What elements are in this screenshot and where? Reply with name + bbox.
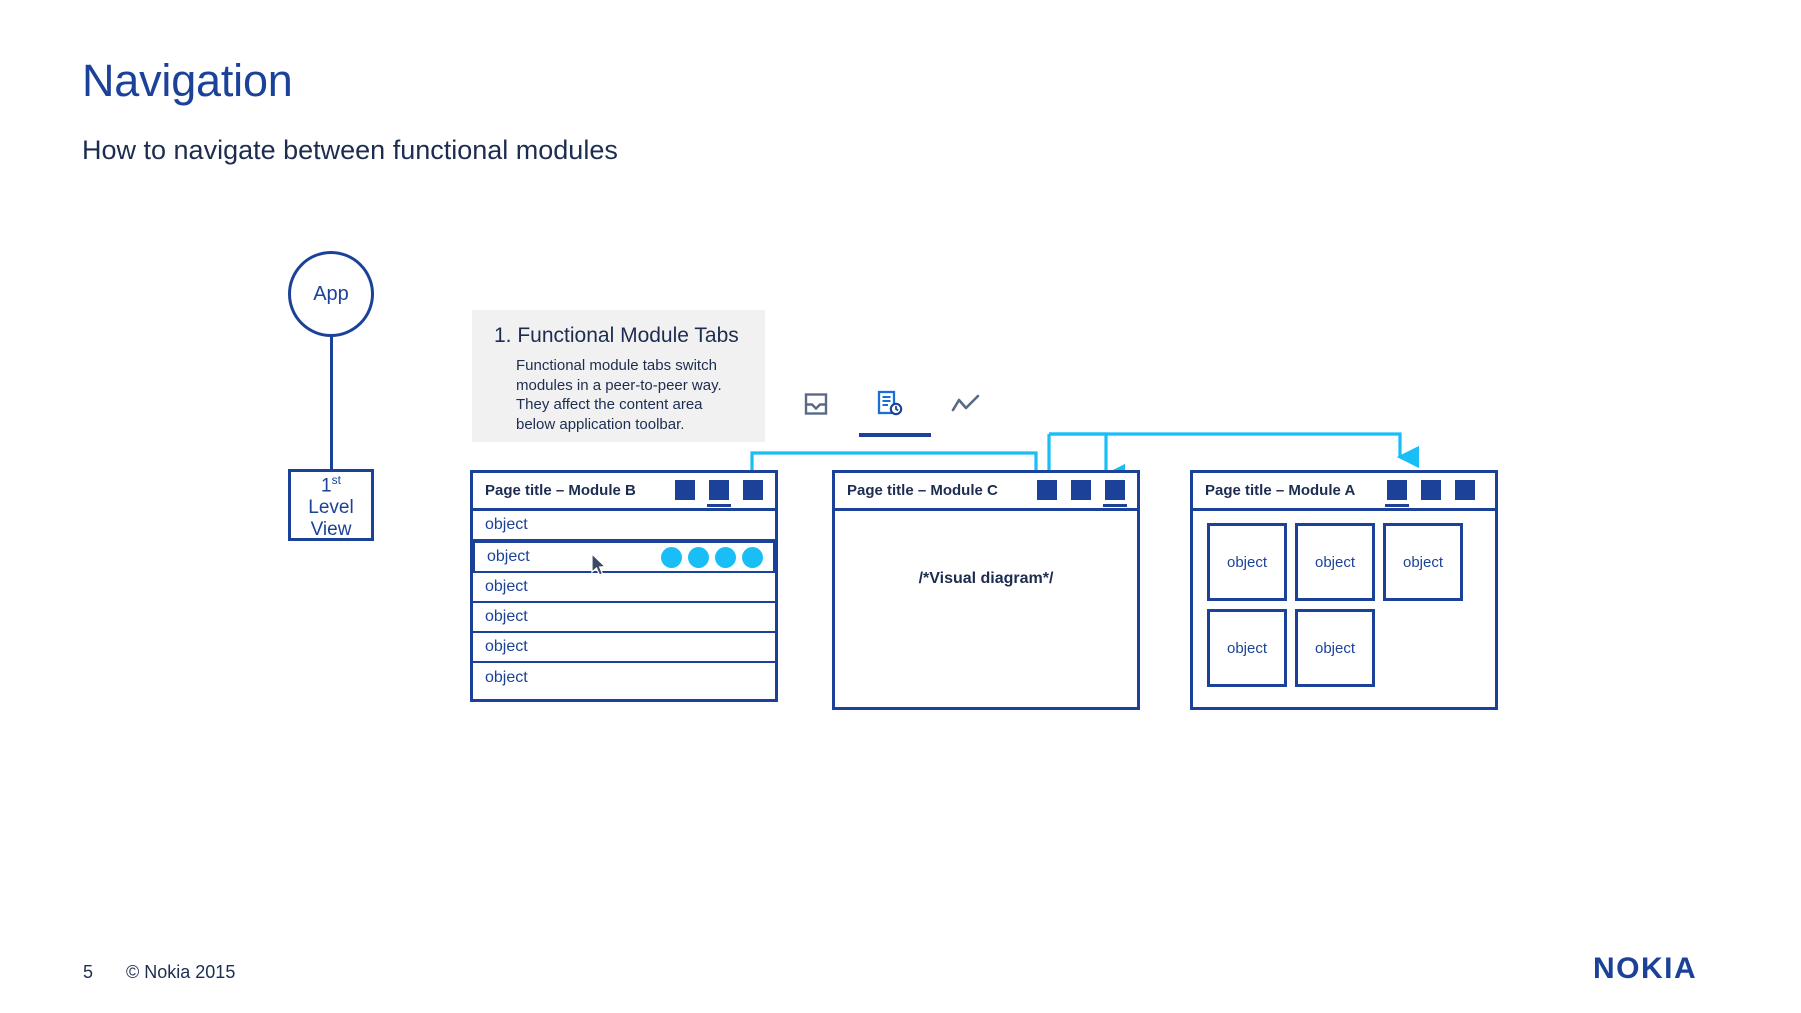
list-item[interactable]: object (473, 573, 775, 603)
module-b-list: object object object object object objec… (473, 511, 775, 693)
svg-text:NOKIA: NOKIA (1593, 952, 1697, 984)
row-action-dot[interactable] (715, 546, 736, 568)
page-title: Navigation (82, 55, 293, 106)
module-b-tab-2[interactable] (707, 480, 731, 507)
list-item-label: object (485, 608, 528, 625)
nokia-logo: NOKIA (1593, 952, 1697, 984)
module-c-tab-3[interactable] (1103, 480, 1127, 507)
list-item[interactable]: object (473, 511, 775, 541)
module-window-b: Page title – Module B object object obje… (470, 470, 778, 702)
tree-connector-line (330, 337, 333, 469)
module-b-title: Page title – Module B (485, 482, 636, 499)
row-action-dots (661, 546, 763, 568)
module-b-tabs (675, 480, 763, 507)
module-b-titlebar: Page title – Module B (473, 473, 775, 511)
level-line-2: Level (308, 497, 354, 519)
module-c-titlebar: Page title – Module C (835, 473, 1137, 511)
level-ordinal-suffix: st (331, 472, 341, 487)
object-card-label: object (1226, 639, 1268, 657)
mouse-cursor-icon (591, 553, 607, 576)
module-a-tab-1[interactable] (1385, 480, 1409, 507)
module-c-canvas: /*Visual diagram*/ (835, 511, 1137, 707)
list-item[interactable]: object (473, 541, 775, 573)
trend-line-chart-icon[interactable] (945, 385, 987, 423)
object-card-label: object (1314, 553, 1356, 571)
callout-box: 1. Functional Module Tabs Functional mod… (472, 310, 765, 442)
module-a-tabs (1385, 480, 1475, 507)
list-item-label: object (485, 669, 528, 686)
module-b-tab-3[interactable] (743, 480, 763, 500)
application-toolbar (795, 385, 995, 445)
module-c-title: Page title – Module C (847, 482, 998, 499)
page-subtitle: How to navigate between functional modul… (82, 135, 618, 165)
first-level-view-node: 1st Level View (288, 469, 374, 541)
object-card[interactable]: object (1295, 609, 1375, 687)
list-item[interactable]: object (473, 663, 775, 693)
callout-body: Functional module tabs switch modules in… (516, 357, 722, 433)
list-item-label: object (487, 548, 530, 565)
level-number: 1 (321, 475, 332, 497)
module-c-tab-1[interactable] (1037, 480, 1057, 500)
module-c-tab-2[interactable] (1071, 480, 1091, 500)
row-action-dot[interactable] (742, 546, 763, 568)
object-card[interactable]: object (1207, 523, 1287, 601)
app-root-node-label: App (313, 282, 349, 305)
list-item[interactable]: object (473, 603, 775, 633)
object-card-label: object (1402, 553, 1444, 571)
app-root-node: App (288, 251, 374, 337)
row-action-dot[interactable] (661, 546, 682, 568)
module-c-tabs (1037, 480, 1127, 507)
module-window-a: Page title – Module A object object obje… (1190, 470, 1498, 710)
footer-page-number: 5 (83, 962, 94, 982)
object-card[interactable]: object (1207, 609, 1287, 687)
footer-copyright: © Nokia 2015 (126, 962, 236, 982)
inbox-tray-icon[interactable] (795, 385, 837, 423)
row-action-dot[interactable] (688, 546, 709, 568)
document-clock-icon[interactable] (869, 385, 911, 423)
module-a-tab-3[interactable] (1455, 480, 1475, 500)
level-ordinal: 1st (321, 469, 341, 497)
object-card[interactable]: object (1295, 523, 1375, 601)
module-a-card-grid: object object object object object (1193, 511, 1495, 687)
module-a-title: Page title – Module A (1205, 482, 1356, 499)
list-item-label: object (485, 638, 528, 655)
list-item-label: object (485, 578, 528, 595)
list-item-label: object (485, 516, 528, 533)
level-line-3: View (310, 519, 352, 541)
object-card-label: object (1226, 553, 1268, 571)
module-window-c: Page title – Module C /*Visual diagram*/ (832, 470, 1140, 710)
module-a-titlebar: Page title – Module A (1193, 473, 1495, 511)
module-a-tab-2[interactable] (1421, 480, 1441, 500)
module-b-tab-1[interactable] (675, 480, 695, 500)
toolbar-active-indicator (859, 433, 931, 437)
list-item[interactable]: object (473, 633, 775, 663)
object-card[interactable]: object (1383, 523, 1463, 601)
callout-title: 1. Functional Module Tabs (494, 324, 739, 347)
visual-diagram-placeholder: /*Visual diagram*/ (918, 570, 1054, 587)
object-card-label: object (1314, 639, 1356, 657)
